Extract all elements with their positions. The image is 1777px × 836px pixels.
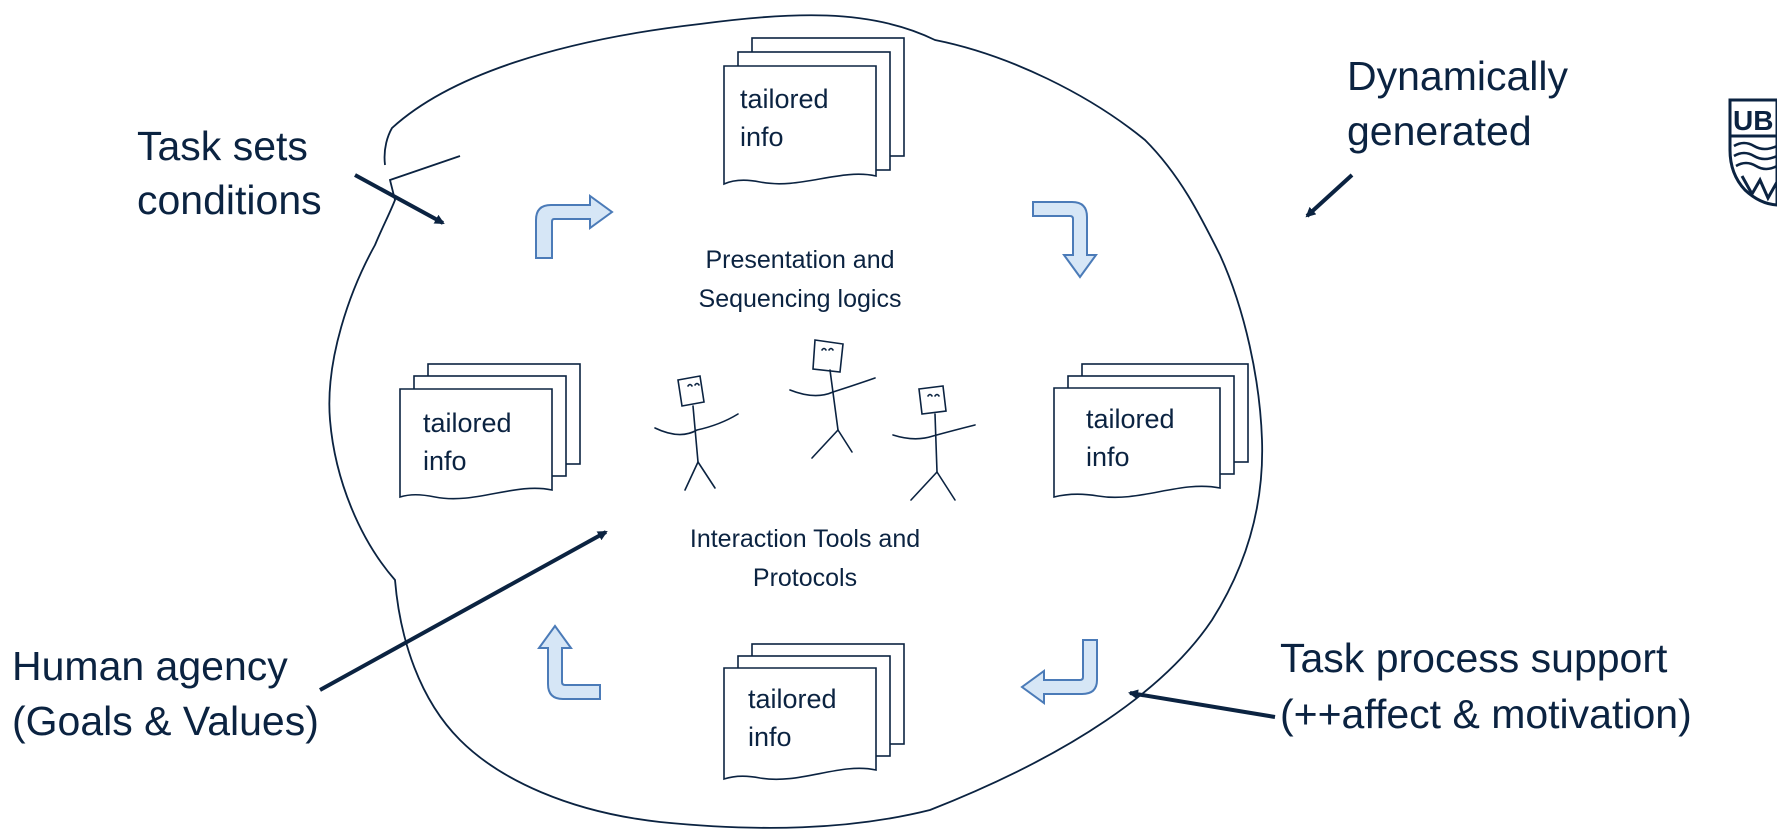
label-human-agency-2: (Goals & Values)	[12, 698, 319, 744]
presentation-line-2: Sequencing logics	[699, 285, 902, 313]
label-task-sets-1: Task sets	[137, 123, 308, 169]
label-task-process-2: (++affect & motivation)	[1280, 691, 1692, 737]
doc-bottom-line-2: info	[748, 722, 792, 752]
doc-right-line-2: info	[1086, 442, 1130, 472]
doc-bottom: tailored info	[723, 643, 905, 781]
pointer-human-agency	[319, 530, 608, 692]
doc-top-line-2: info	[740, 122, 784, 152]
cycle-arrow-bottom-left	[537, 624, 601, 700]
doc-left-line-2: info	[423, 446, 467, 476]
interaction-line-2: Protocols	[753, 564, 857, 592]
cycle-arrow-top-right	[1032, 201, 1098, 279]
label-human-agency-1: Human agency	[12, 643, 288, 689]
label-task-sets-2: conditions	[137, 177, 322, 223]
pointer-task-process	[1128, 689, 1276, 719]
stick-figure-right	[892, 385, 976, 501]
doc-top: tailored info	[723, 37, 905, 186]
label-dynamically-2: generated	[1347, 108, 1532, 154]
presentation-line-1: Presentation and	[705, 246, 894, 274]
stick-figure-middle	[789, 339, 876, 459]
cycle-arrow-top-left	[535, 194, 614, 259]
doc-right-line-1: tailored	[1086, 404, 1175, 434]
cycle-arrow-bottom-right	[1020, 639, 1098, 705]
stick-figure-left	[654, 375, 739, 491]
label-task-process-1: Task process support	[1280, 635, 1668, 681]
university-crest-icon: UB	[1728, 98, 1777, 207]
logo-text: UB	[1733, 105, 1773, 136]
pointer-task-sets	[354, 173, 445, 225]
doc-left: tailored info	[399, 363, 581, 500]
interaction-line-1: Interaction Tools and	[690, 525, 920, 553]
cloud-outline	[328, 14, 1264, 829]
doc-right: tailored info	[1053, 363, 1249, 499]
pointer-dynamically	[1305, 173, 1354, 218]
doc-bottom-line-1: tailored	[748, 684, 837, 714]
doc-top-line-1: tailored	[740, 84, 829, 114]
label-dynamically-1: Dynamically	[1347, 53, 1568, 99]
doc-left-line-1: tailored	[423, 408, 512, 438]
